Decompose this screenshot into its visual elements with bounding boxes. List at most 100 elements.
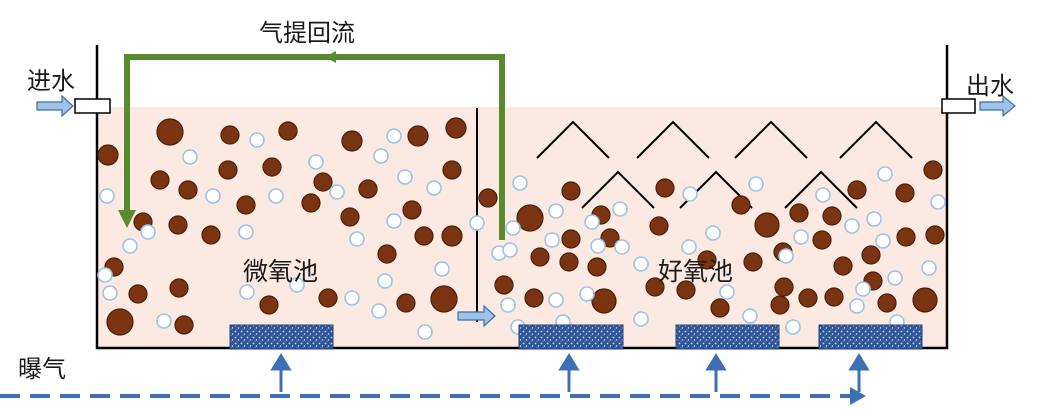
carrier-particle — [128, 284, 148, 304]
carrier-particle — [236, 195, 256, 215]
carrier-particle — [789, 203, 809, 223]
carrier-particle — [600, 228, 620, 248]
carrier-particle — [407, 125, 429, 147]
air-bubble — [633, 311, 649, 327]
carrier-particle — [710, 298, 730, 318]
carrier-particle — [313, 172, 333, 192]
carrier-particle — [524, 288, 544, 308]
carrier-particle — [591, 288, 617, 314]
air-bubble — [426, 180, 442, 196]
air-bubble — [548, 203, 564, 219]
air-bubble — [102, 285, 118, 301]
aerobic-zone-label: 好氧池 — [658, 257, 734, 286]
outlet-nozzle — [941, 98, 976, 114]
carrier-particle — [923, 160, 943, 180]
carrier-particle — [201, 225, 221, 245]
air-bubble — [329, 184, 345, 200]
carrier-particle — [377, 244, 397, 264]
air-bubble — [238, 224, 254, 240]
carrier-particle — [445, 117, 467, 139]
carrier-particle — [743, 252, 763, 272]
carrier-particle — [561, 229, 581, 249]
carrier-particle — [414, 226, 434, 246]
carrier-particle — [912, 287, 938, 313]
diffuser — [518, 324, 624, 350]
carrier-particle — [402, 200, 422, 220]
air-bubble — [815, 187, 831, 203]
inlet-label: 进水 — [27, 67, 75, 95]
air-bubble — [505, 220, 521, 236]
carrier-particle — [169, 278, 189, 298]
carrier-particle — [877, 293, 897, 313]
carrier-particle — [478, 188, 498, 208]
air-bubble — [349, 231, 365, 247]
recirculation-direction-arrow — [325, 51, 336, 63]
air-bubble — [469, 215, 485, 231]
carrier-particle — [178, 180, 198, 200]
aeration-diffusers — [229, 324, 923, 350]
air-bubble — [417, 324, 433, 340]
carrier-particle — [587, 257, 607, 277]
air-bubble — [612, 201, 628, 217]
air-bubble — [99, 188, 115, 204]
carrier-particle — [301, 193, 321, 213]
air-bubble — [122, 238, 138, 254]
air-bubble — [793, 229, 809, 245]
air-bubble — [548, 292, 564, 308]
air-bubble — [182, 149, 198, 165]
carrier-particle — [278, 121, 298, 141]
air-bubble — [268, 188, 284, 204]
air-bubble — [97, 267, 113, 283]
air-bubble — [205, 188, 221, 204]
carrier-particle — [822, 206, 842, 226]
air-bubble — [386, 128, 402, 144]
recirculation-label: 气提回流 — [259, 19, 355, 47]
carrier-particle — [824, 287, 844, 307]
carrier-particle — [97, 144, 119, 166]
carrier-particle — [442, 160, 462, 180]
air-bubble — [397, 169, 413, 185]
air-bubble — [849, 298, 865, 314]
diffuser — [229, 324, 334, 350]
carrier-particle — [798, 288, 818, 308]
air-bubble — [377, 273, 393, 289]
carrier-particle — [156, 118, 184, 146]
air-bubble — [719, 284, 735, 300]
carrier-particle — [697, 250, 717, 270]
carrier-particle — [220, 125, 240, 145]
carrier-particle — [861, 245, 881, 265]
carrier-particle — [530, 247, 550, 267]
air-bubble — [778, 248, 794, 264]
air-bubble — [308, 154, 324, 170]
air-bubble — [386, 213, 402, 229]
air-bubble — [877, 166, 893, 182]
aeration-line — [0, 353, 870, 405]
carrier-particle — [396, 293, 416, 313]
carrier-particle — [655, 178, 675, 198]
air-bubble — [844, 218, 860, 234]
carrier-particle — [494, 275, 514, 295]
air-bubble — [239, 284, 255, 300]
carrier-particle — [174, 315, 194, 335]
air-bubble — [681, 239, 697, 255]
carrier-particle — [218, 160, 238, 180]
carrier-particle — [676, 280, 696, 300]
air-bubble — [249, 132, 265, 148]
air-bubble — [344, 290, 360, 306]
carrier-particle — [358, 179, 378, 199]
air-bubble — [590, 238, 606, 254]
air-bubble — [705, 225, 721, 241]
carrier-particle — [341, 130, 363, 152]
air-bubble — [614, 239, 630, 255]
air-bubble — [866, 211, 882, 227]
carrier-particle — [645, 277, 665, 297]
carrier-particle — [649, 216, 669, 236]
carrier-particle — [561, 181, 581, 201]
air-bubble — [887, 270, 903, 286]
diffuser — [675, 324, 780, 350]
air-bubble — [579, 286, 595, 302]
air-bubble — [500, 297, 516, 313]
carrier-particle — [430, 285, 458, 313]
air-bubbles — [97, 128, 946, 340]
